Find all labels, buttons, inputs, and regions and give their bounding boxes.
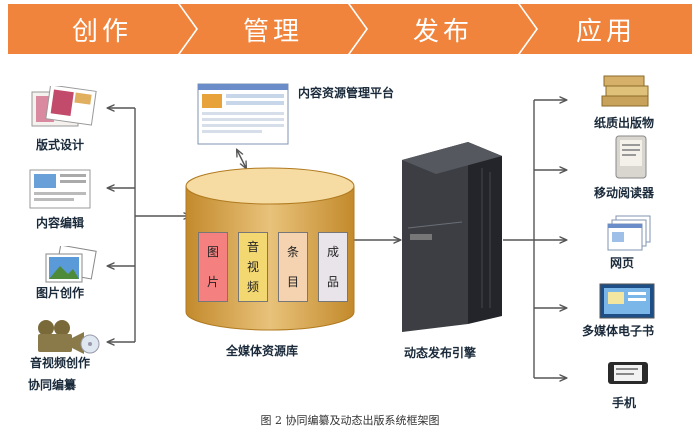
- label-platform: 内容资源管理平台: [298, 86, 395, 100]
- database-cylinder: [185, 167, 355, 331]
- label-engine: 动态发布引擎: [404, 346, 477, 360]
- stage-publish-label: 发布: [412, 16, 473, 47]
- cell-entries: 条 目: [278, 232, 308, 302]
- stage-manage: 管理: [180, 4, 366, 54]
- layout-design-icon: [31, 86, 97, 127]
- stage-publish: 发布: [350, 4, 536, 54]
- label-image-creation: 图片创作: [36, 286, 85, 300]
- label-ebook: 多媒体电子书: [582, 324, 655, 338]
- content-edit-icon: [29, 169, 91, 209]
- stage-manage-label: 管理: [242, 16, 303, 47]
- webpage-icon: [607, 215, 651, 251]
- stage-banner: 创作 管理 发布 应用: [8, 4, 692, 54]
- label-reader: 移动阅读器: [594, 186, 655, 200]
- image-creation-icon: [45, 246, 97, 283]
- figure-caption: 图 2 协同编纂及动态出版系统框架图: [260, 414, 440, 427]
- label-layout-design: 版式设计: [36, 138, 85, 152]
- mobile-reader-icon: [615, 135, 647, 179]
- cell-audio-video: 音 视 频: [238, 232, 268, 302]
- platform-screenshot-icon: [197, 83, 289, 145]
- print-books-icon: [601, 75, 649, 107]
- label-database: 全媒体资源库: [226, 344, 299, 358]
- video-camera-icon: [38, 320, 100, 354]
- multimedia-ebook-icon: [599, 283, 655, 319]
- stage-create-label: 创作: [71, 16, 132, 47]
- cell-products: 成 品: [318, 232, 348, 302]
- stage-apply-label: 应用: [575, 16, 636, 47]
- label-print: 纸质出版物: [594, 116, 655, 130]
- mobile-phone-icon: [608, 362, 648, 384]
- stage-apply: 应用: [520, 4, 692, 54]
- label-phone: 手机: [612, 396, 637, 410]
- label-content-edit: 内容编辑: [36, 216, 85, 230]
- server-engine-icon: [402, 142, 502, 332]
- label-webpage: 网页: [610, 256, 635, 270]
- label-av-creation: 音视频创作: [30, 356, 91, 370]
- stage-create: 创作: [8, 4, 196, 54]
- cell-images: 图 片: [198, 232, 228, 302]
- label-collaborative: 协同编纂: [28, 378, 77, 392]
